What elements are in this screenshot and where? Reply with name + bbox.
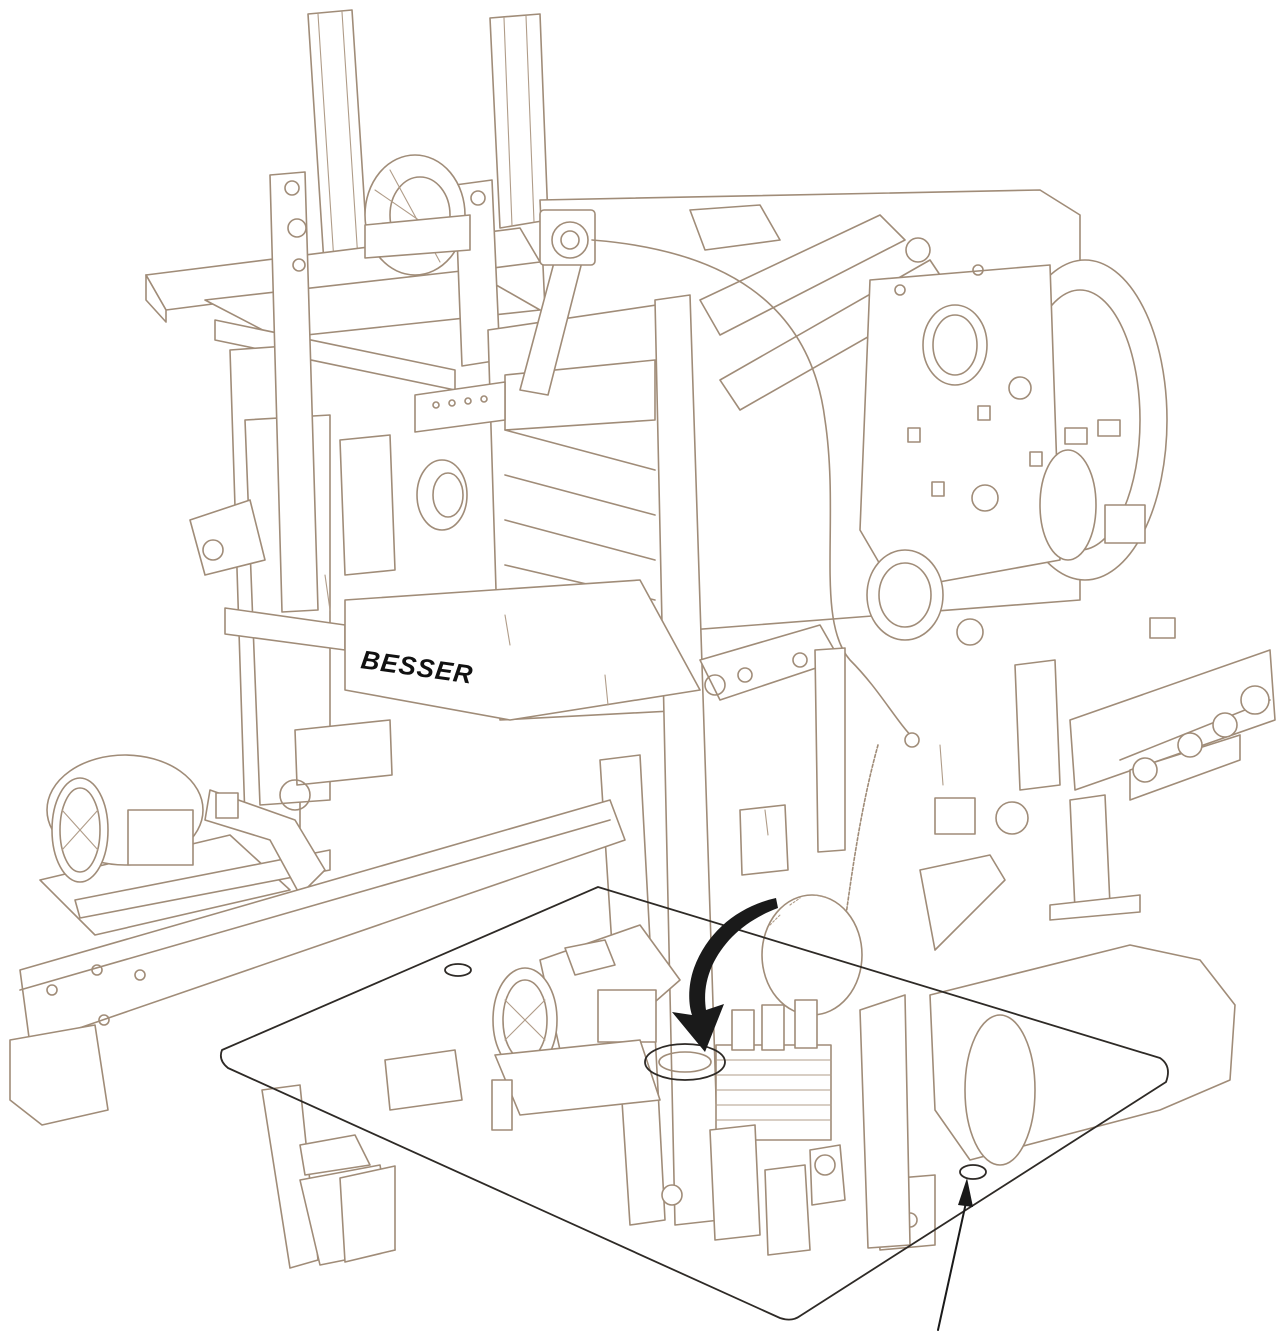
left-conveyor-rail [9, 799, 626, 1269]
base-plate [219, 886, 1169, 1321]
plate-hole-left [444, 963, 472, 977]
guide-rods [307, 9, 549, 327]
plate-opening-large [644, 1043, 726, 1081]
left-motor-assembly [39, 754, 331, 936]
lower-drive-assembly [384, 894, 1236, 1256]
linkage-arms [189, 434, 1006, 1001]
upper-wheel-assembly [364, 154, 920, 748]
rotation-arrow [672, 898, 778, 1052]
right-drive-assembly [859, 237, 1168, 646]
right-conveyor-rail [934, 617, 1276, 921]
plate-hole-right [959, 1164, 987, 1180]
callout-leader [937, 1178, 973, 1331]
